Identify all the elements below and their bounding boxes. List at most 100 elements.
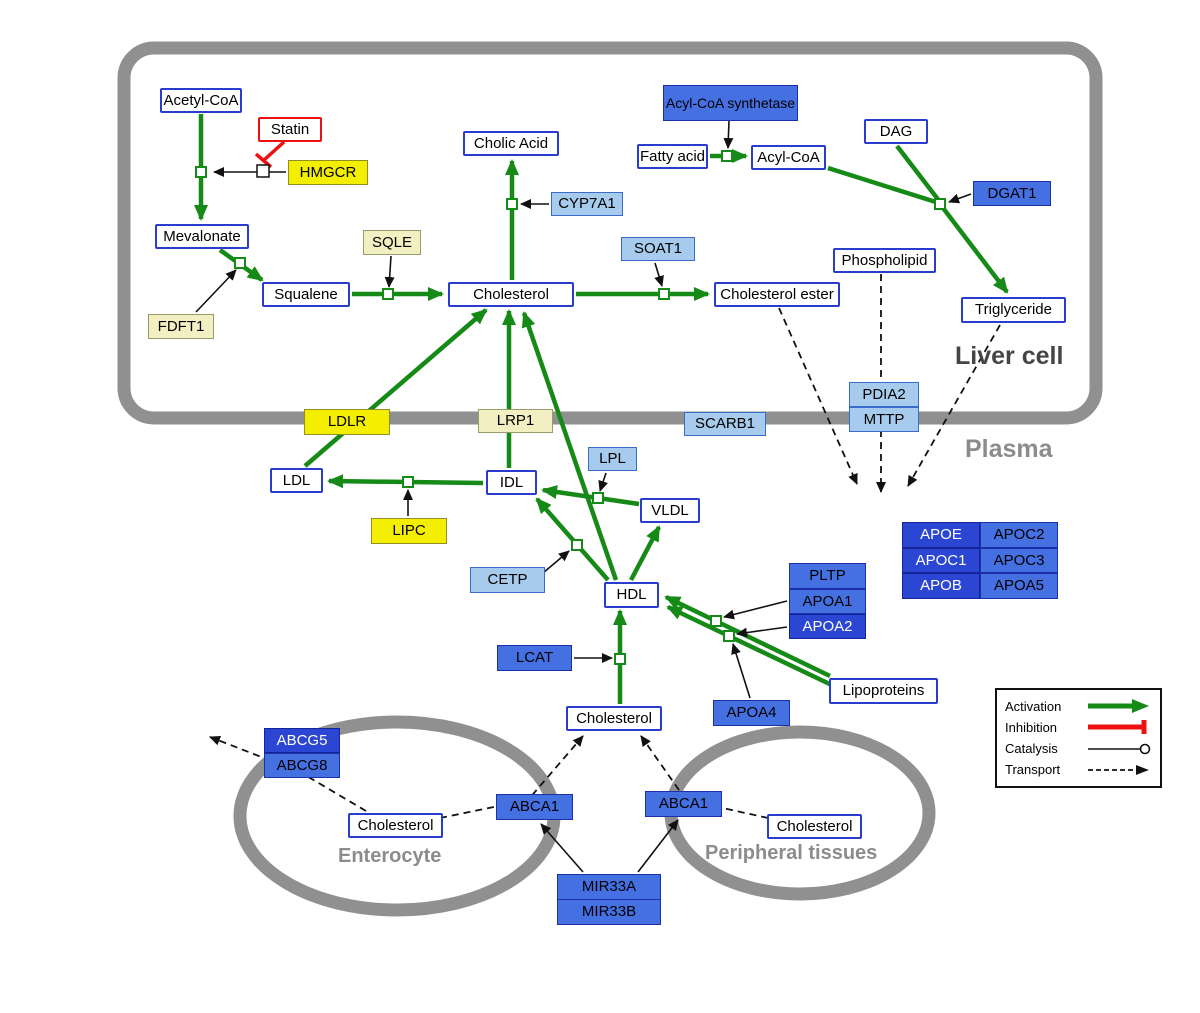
legend-row-inhibition: Inhibition — [1005, 719, 1152, 735]
node-statin[interactable]: Statin — [258, 117, 322, 142]
inhibition-tbar-icon — [1088, 720, 1147, 735]
edge-apoa2-catalysis — [736, 626, 788, 638]
edge-soat1-catalysis — [654, 262, 664, 287]
node-fatty-acid[interactable]: Fatty acid — [637, 144, 708, 169]
legend-activation-label: Activation — [1005, 698, 1062, 714]
node-apoc3[interactable]: APOC3 — [980, 548, 1058, 573]
node-fdft1[interactable]: FDFT1 — [148, 314, 214, 339]
node-abca1-peripheral[interactable]: ABCA1 — [645, 791, 722, 817]
node-apoa2[interactable]: APOA2 — [789, 614, 866, 639]
edge-ldl-cholesterol-via-ldlr — [303, 308, 488, 468]
node-ldlr[interactable]: LDLR — [304, 409, 390, 435]
node-acyl-coa-synthetase[interactable]: Acyl-CoA synthetase — [663, 85, 798, 121]
edge-lpl-catalysis — [598, 472, 608, 492]
node-abca1-enterocyte[interactable]: ABCA1 — [496, 794, 573, 820]
node-acetyl-coa[interactable]: Acetyl-CoA — [160, 88, 242, 113]
node-cholesterol-peripheral[interactable]: Cholesterol — [767, 814, 862, 839]
node-dgat1[interactable]: DGAT1 — [973, 181, 1051, 206]
edge-hdl-vldl — [629, 525, 661, 582]
node-lcat[interactable]: LCAT — [497, 645, 572, 671]
node-pltp[interactable]: PLTP — [789, 563, 866, 589]
legend-row-transport: Transport — [1005, 762, 1152, 778]
activation-edges — [194, 114, 1009, 704]
edge-junction-triglyceride — [938, 202, 1009, 294]
node-cyp7a1[interactable]: CYP7A1 — [551, 192, 623, 216]
node-lipoproteins[interactable]: Lipoproteins — [829, 678, 938, 704]
node-lrp1[interactable]: LRP1 — [478, 409, 553, 433]
edge-mir33-abca1-right — [637, 819, 679, 873]
node-lpl[interactable]: LPL — [588, 447, 637, 471]
edge-triglyceride-plasma — [907, 324, 1001, 487]
node-soat1[interactable]: SOAT1 — [621, 237, 695, 261]
edge-cholesterol-abca1-peripheral — [640, 735, 769, 819]
node-apoc2[interactable]: APOC2 — [980, 522, 1058, 548]
node-mttp[interactable]: MTTP — [849, 407, 919, 432]
edge-acylcoasynthetase-catalysis — [723, 120, 734, 149]
node-hdl[interactable]: HDL — [604, 582, 659, 608]
node-squalene[interactable]: Squalene — [262, 282, 350, 307]
node-apoa5[interactable]: APOA5 — [980, 573, 1058, 599]
node-apob[interactable]: APOB — [902, 573, 980, 599]
legend-catalysis-label: Catalysis — [1005, 741, 1058, 757]
node-idl[interactable]: IDL — [486, 470, 537, 495]
edge-cholesterolester-plasma — [778, 307, 858, 485]
node-vldl[interactable]: VLDL — [640, 498, 700, 523]
node-triglyceride[interactable]: Triglyceride — [961, 297, 1066, 323]
node-mevalonate[interactable]: Mevalonate — [155, 224, 249, 249]
node-mir33b[interactable]: MIR33B — [557, 899, 661, 925]
edge-hdl-cholesterol — [521, 311, 619, 581]
node-acyl-coa[interactable]: Acyl-CoA — [751, 145, 826, 170]
edge-lipoproteins-hdl-1 — [664, 594, 831, 679]
node-sqle[interactable]: SQLE — [363, 230, 421, 255]
node-apoa4[interactable]: APOA4 — [713, 700, 790, 726]
node-dag[interactable]: DAG — [864, 119, 928, 144]
reaction-nodes — [195, 150, 946, 665]
catalysis-circle-icon — [1088, 743, 1151, 754]
edge-dgat1-catalysis — [948, 193, 972, 204]
edge-dag-junction — [895, 144, 942, 204]
edge-mir33-abca1-left — [540, 823, 584, 873]
edge-apoa4-catalysis — [731, 643, 751, 699]
node-cholesterol-liver[interactable]: Cholesterol — [448, 282, 574, 307]
node-cholic-acid[interactable]: Cholic Acid — [463, 131, 559, 156]
node-scarb1[interactable]: SCARB1 — [684, 412, 766, 436]
legend-row-activation: Activation — [1005, 698, 1152, 714]
activation-arrow-icon — [1088, 699, 1149, 713]
node-apoc1[interactable]: APOC1 — [902, 548, 980, 573]
node-phospholipid[interactable]: Phospholipid — [833, 248, 936, 273]
node-cholesterol-plasma[interactable]: Cholesterol — [566, 706, 662, 731]
legend-inhibition-label: Inhibition — [1005, 719, 1058, 735]
catalysis-edges — [195, 120, 972, 873]
liver-cell-label: Liver cell — [955, 342, 1064, 370]
plasma-label: Plasma — [965, 435, 1053, 463]
node-pdia2[interactable]: PDIA2 — [849, 382, 919, 407]
node-hmgcr[interactable]: HMGCR — [288, 160, 368, 185]
liver-cell-membrane — [117, 41, 1103, 425]
inhibition-edges — [254, 140, 286, 169]
legend: Activation Inhibition Catalysis Transpor… — [995, 688, 1162, 788]
peripheral-tissues-label: Peripheral tissues — [705, 842, 878, 864]
node-lipc[interactable]: LIPC — [371, 518, 447, 544]
legend-transport-label: Transport — [1005, 762, 1061, 778]
node-apoe[interactable]: APOE — [902, 522, 980, 548]
node-apoa1[interactable]: APOA1 — [789, 589, 866, 614]
edge-lipoproteins-hdl-2 — [666, 604, 839, 691]
node-cholesterol-enterocyte[interactable]: Cholesterol — [348, 813, 443, 838]
enterocyte-label: Enterocyte — [338, 845, 442, 867]
edge-apoa1-catalysis — [723, 600, 788, 620]
node-cholesterol-ester[interactable]: Cholesterol ester — [714, 282, 840, 307]
edge-fdft1-catalysis — [195, 269, 237, 313]
edge-cetp-catalysis — [542, 550, 570, 574]
transport-dashed-arrow-icon — [1088, 764, 1149, 775]
node-abcg5[interactable]: ABCG5 — [264, 728, 340, 753]
edge-statin-inhibits-hmgcr — [262, 140, 286, 162]
edge-acylcoa-junction — [827, 165, 940, 206]
node-ldl[interactable]: LDL — [270, 468, 323, 493]
inhibition-target-square — [256, 164, 270, 178]
node-cetp[interactable]: CETP — [470, 567, 545, 593]
node-mir33a[interactable]: MIR33A — [557, 874, 661, 900]
edge-sqle-catalysis — [384, 255, 395, 288]
node-abcg8[interactable]: ABCG8 — [264, 753, 340, 778]
